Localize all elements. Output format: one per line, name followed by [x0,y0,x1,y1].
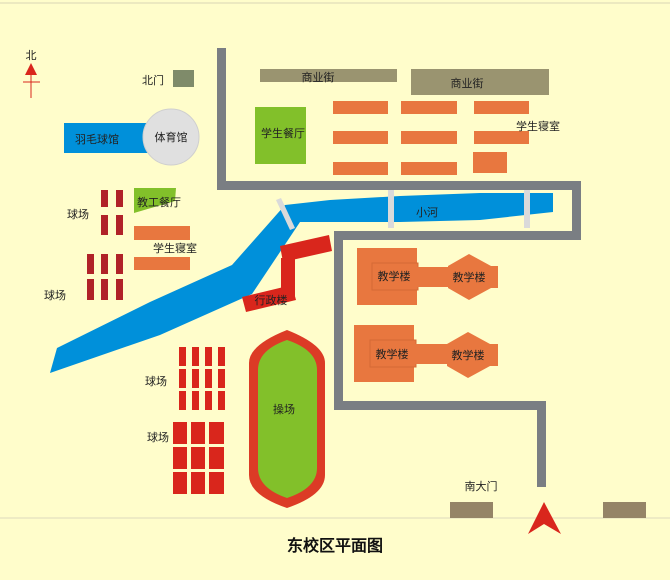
north-gate[interactable] [173,70,194,87]
entrance-arrow-icon[interactable] [528,502,561,534]
north-arrow-icon [23,63,40,98]
river [50,193,553,373]
badminton-hall[interactable] [64,123,154,153]
courts-south-1[interactable] [179,347,225,410]
staff-canteen[interactable] [134,188,176,213]
badminton-hall-label: 羽毛球馆 [75,132,119,146]
student-canteen[interactable] [255,107,306,164]
roads [217,48,581,487]
south-gate-label: 南大门 [465,479,498,493]
commercial-street-1-label: 商业街 [302,70,335,84]
teaching-1b-label: 教学楼 [453,270,486,284]
playground-label: 操场 [273,402,295,416]
student-canteen-label: 学生餐厅 [261,126,305,140]
admin-building-label: 行政楼 [255,293,288,307]
courts-west-1[interactable] [101,190,123,235]
playground[interactable] [249,330,325,508]
map-title: 东校区平面图 [287,536,383,555]
commercial-street-2-label: 商业街 [451,76,484,90]
river-label: 小河 [416,206,438,219]
north-gate-label: 北门 [142,73,164,87]
dorm-east-label: 学生寝室 [516,119,560,133]
courts-west-2[interactable] [87,254,123,300]
dorm-west[interactable] [134,226,190,270]
court-3-label: 球场 [145,374,167,388]
court-2-label: 球场 [44,288,66,302]
admin-building[interactable] [242,235,332,312]
bridges [276,190,530,230]
south-gate-pillar-right [603,502,646,518]
dorm-west-label: 学生寝室 [153,241,197,255]
staff-canteen-label: 教工餐厅 [137,195,181,209]
commercial-street-1[interactable] [260,69,397,82]
south-gate-pillar-left [450,502,493,518]
teaching-building-2[interactable] [354,325,498,382]
courts-south-2[interactable] [173,422,224,494]
teaching-building-1[interactable] [357,248,498,305]
teaching-2a-label: 教学楼 [376,347,409,361]
compass-label: 北 [26,49,37,62]
teaching-1a-label: 教学楼 [378,269,411,283]
commercial-street-2[interactable] [411,69,549,95]
court-4-label: 球场 [147,430,169,444]
court-1-label: 球场 [67,207,89,221]
teaching-2b-label: 教学楼 [452,348,485,362]
gymnasium[interactable] [142,108,200,166]
dorm-east[interactable] [333,101,529,175]
gymnasium-label: 体育馆 [155,130,188,144]
